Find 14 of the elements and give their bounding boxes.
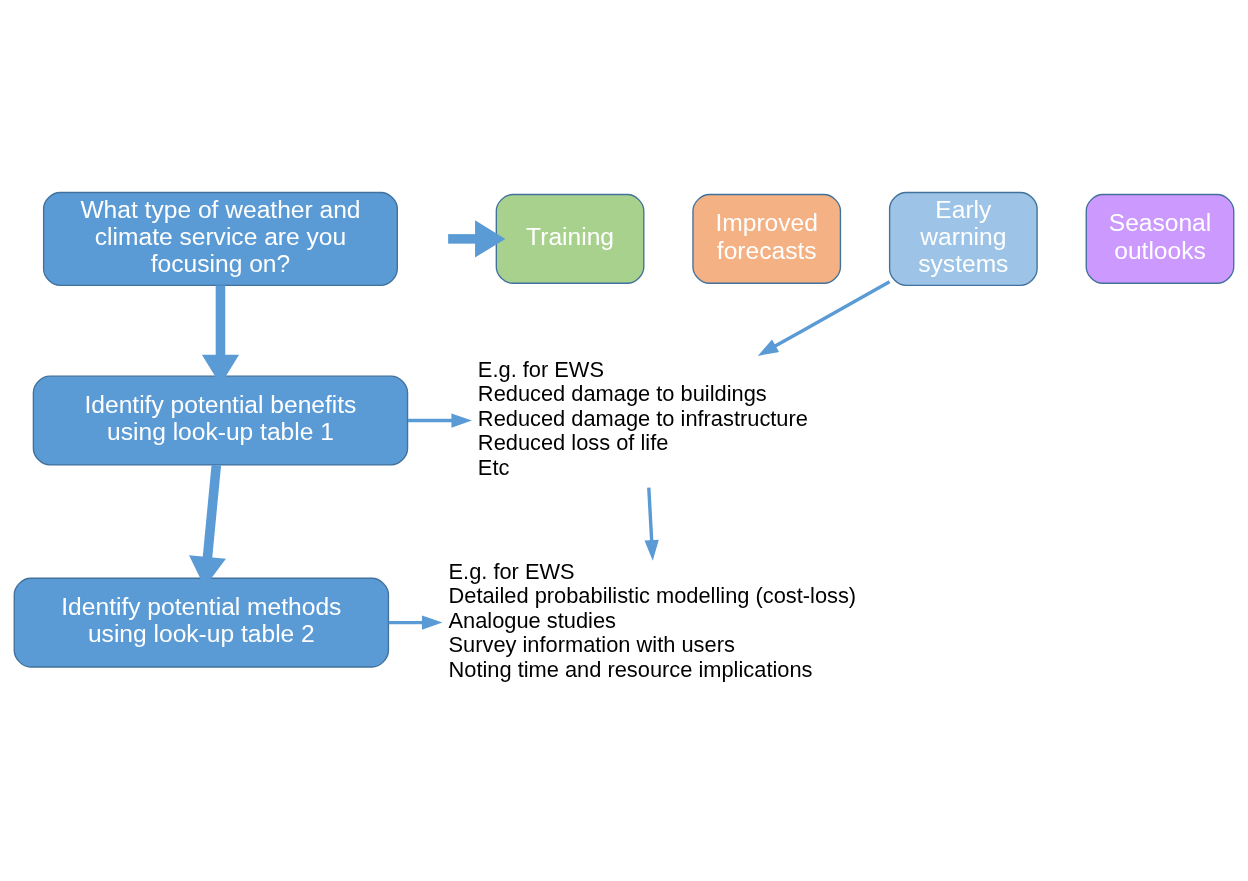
- node-text: E.g. for EWS Detailed probabilistic modelling (cost-loss) Analogue studies Survey information with users Noting time and resource implications: [448, 558, 857, 682]
- arrow: [448, 219, 506, 257]
- arrow: [388, 614, 443, 630]
- node-box: Identify potential benefits using look-up table 1: [32, 374, 409, 466]
- node-box: Improved forecasts: [692, 193, 842, 284]
- arrow: [644, 487, 659, 561]
- node-box: Early warning systems: [888, 191, 1038, 286]
- arrow: [407, 412, 472, 428]
- node-box: Identify potential methods using look-up table 2: [13, 577, 390, 668]
- node-text: E.g. for EWS Reduced damage to buildings Reduced damage to infrastructure Reduced loss of life Etc: [477, 356, 808, 480]
- node-box: What type of weather and climate service are you focusing on?: [42, 191, 398, 286]
- node-box: Training: [495, 193, 645, 284]
- arrow: [757, 279, 891, 356]
- node-box: Seasonal outlooks: [1085, 193, 1235, 284]
